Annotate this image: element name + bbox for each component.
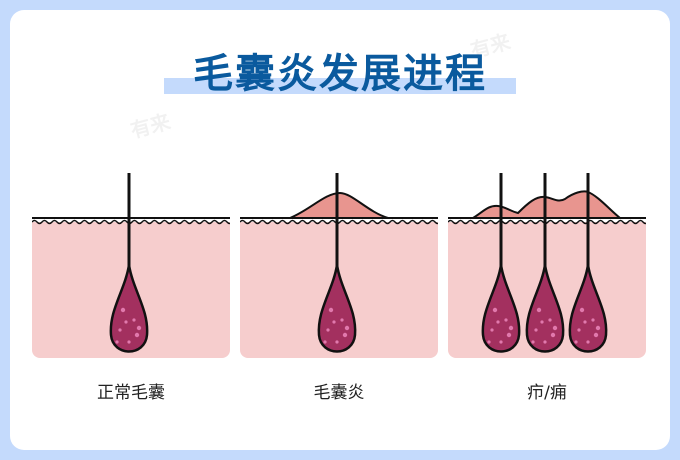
- bulb-dot: [508, 325, 514, 331]
- title-highlight: [164, 78, 516, 94]
- skin-wave-line: [32, 219, 230, 225]
- bulb-dot: [552, 325, 558, 331]
- bulb-dot: [118, 328, 122, 332]
- bulb-dot: [586, 340, 590, 344]
- bulb-dot: [531, 340, 535, 344]
- bulb-dot: [550, 332, 556, 338]
- bulb-dot: [490, 328, 494, 332]
- bulb-dot: [504, 318, 508, 322]
- bulb-dot: [344, 325, 350, 331]
- bulb-dot: [577, 328, 581, 332]
- bulb-dot: [595, 325, 601, 331]
- bulb-dot: [593, 332, 599, 338]
- bulb-dot: [591, 318, 595, 322]
- bulb-dot: [136, 325, 142, 331]
- bulb-dot: [534, 328, 538, 332]
- skin-wave-line: [240, 219, 438, 225]
- bulb-dot: [583, 320, 587, 324]
- bulb-dot: [335, 340, 339, 344]
- bulb-dot: [496, 320, 500, 324]
- bulb-dot: [574, 340, 578, 344]
- bulb-dot: [506, 332, 512, 338]
- bulb-dot: [499, 340, 503, 344]
- bulb-dot: [124, 320, 128, 324]
- bulb-dot: [548, 318, 552, 322]
- bulb-dot: [120, 307, 126, 313]
- stage-label: 毛囊炎: [313, 383, 365, 403]
- bulb-dot: [115, 340, 119, 344]
- bulb-dot: [328, 307, 334, 313]
- bulb-dot: [323, 340, 327, 344]
- bulb-dot: [492, 307, 498, 313]
- panel-normal-follicle: [32, 160, 230, 360]
- bulb-dot: [340, 318, 344, 322]
- stage-label: 疖/痈: [527, 383, 567, 403]
- title-block: 毛囊炎发展进程: [164, 50, 516, 97]
- panel-furuncle-carbuncle: [448, 160, 646, 360]
- bulb-dot: [342, 332, 348, 338]
- bulb-dot: [132, 318, 136, 322]
- skin-wave-line: [448, 219, 646, 225]
- panel-folliculitis: [240, 160, 438, 360]
- bulb-dot: [332, 320, 336, 324]
- bulb-dot: [543, 340, 547, 344]
- bulb-dot: [579, 307, 585, 313]
- bulb-dot: [540, 320, 544, 324]
- inflamed-bump: [289, 191, 389, 219]
- page-title: 毛囊炎发展进程: [193, 51, 487, 97]
- bulb-dot: [326, 328, 330, 332]
- bulb-dot: [134, 332, 140, 338]
- stage-label: 正常毛囊: [97, 383, 165, 403]
- bulb-dot: [127, 340, 131, 344]
- bulb-dot: [487, 340, 491, 344]
- bulb-dot: [536, 307, 542, 313]
